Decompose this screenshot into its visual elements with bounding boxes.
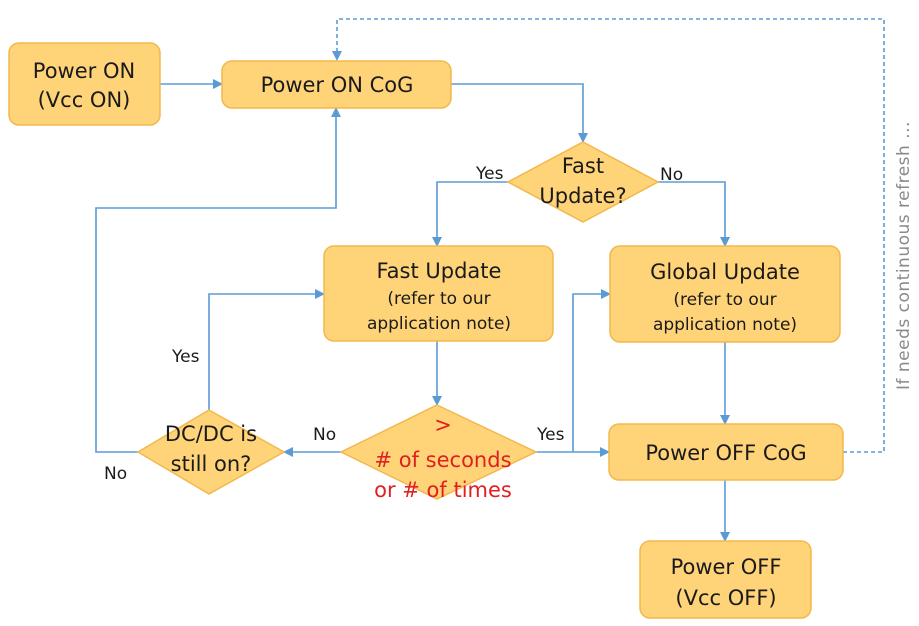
refresh-side-note: If needs continuous refresh ... xyxy=(894,121,914,390)
edge-label-fast-yes: Yes xyxy=(475,164,504,184)
global-update-title: Global Update xyxy=(650,260,800,284)
power-on-cog-label: Power ON CoG xyxy=(261,73,414,97)
arrow-dcdc-yes xyxy=(208,289,325,410)
power-on-line1: Power ON xyxy=(33,59,135,83)
power-on-line2: (Vcc ON) xyxy=(38,88,131,112)
global-update-box xyxy=(609,245,841,343)
arrow-fastq-no xyxy=(658,181,730,247)
condition-times: or # of times xyxy=(374,478,512,502)
edge-label-cond-no: No xyxy=(313,425,336,445)
fast-update-title: Fast Update xyxy=(377,259,502,283)
condition-gt: > xyxy=(434,413,452,437)
fast-update-decision xyxy=(506,141,660,223)
power-off-cog-label: Power OFF CoG xyxy=(645,441,806,465)
condition-decision xyxy=(339,404,538,500)
power-off-line2: (Vcc OFF) xyxy=(675,586,776,610)
arrow-fastq-yes xyxy=(432,181,508,247)
dcdc-decision xyxy=(136,409,286,495)
power-off-line1: Power OFF xyxy=(671,555,782,579)
power-on-cog-box xyxy=(221,60,452,109)
power-on-box xyxy=(8,42,161,126)
fast-update-q-line2: Update? xyxy=(539,184,626,208)
power-off-cog-box xyxy=(608,423,844,481)
edge-label-cond-yes: Yes xyxy=(536,425,565,445)
edge-label-fast-no: No xyxy=(660,165,683,185)
dcdc-q-line1: DC/DC is xyxy=(165,422,257,446)
global-update-note1: (refer to our xyxy=(673,290,776,310)
condition-seconds: # of seconds xyxy=(374,448,511,472)
fast-update-box xyxy=(323,245,554,342)
arrow-dcdc-no xyxy=(95,107,341,453)
fast-update-note2: application note) xyxy=(367,314,511,334)
arrow-cog-to-fastq xyxy=(451,83,588,143)
global-update-note2: application note) xyxy=(653,315,797,335)
fast-update-q-line1: Fast xyxy=(562,154,604,178)
dcdc-q-line2: still on? xyxy=(171,452,252,476)
edge-label-dcdc-no: No xyxy=(104,464,127,484)
fast-update-note1: (refer to our xyxy=(387,289,490,309)
arrow-cond-to-global xyxy=(572,289,611,452)
edge-label-dcdc-yes: Yes xyxy=(171,347,200,367)
power-off-box xyxy=(639,540,812,619)
